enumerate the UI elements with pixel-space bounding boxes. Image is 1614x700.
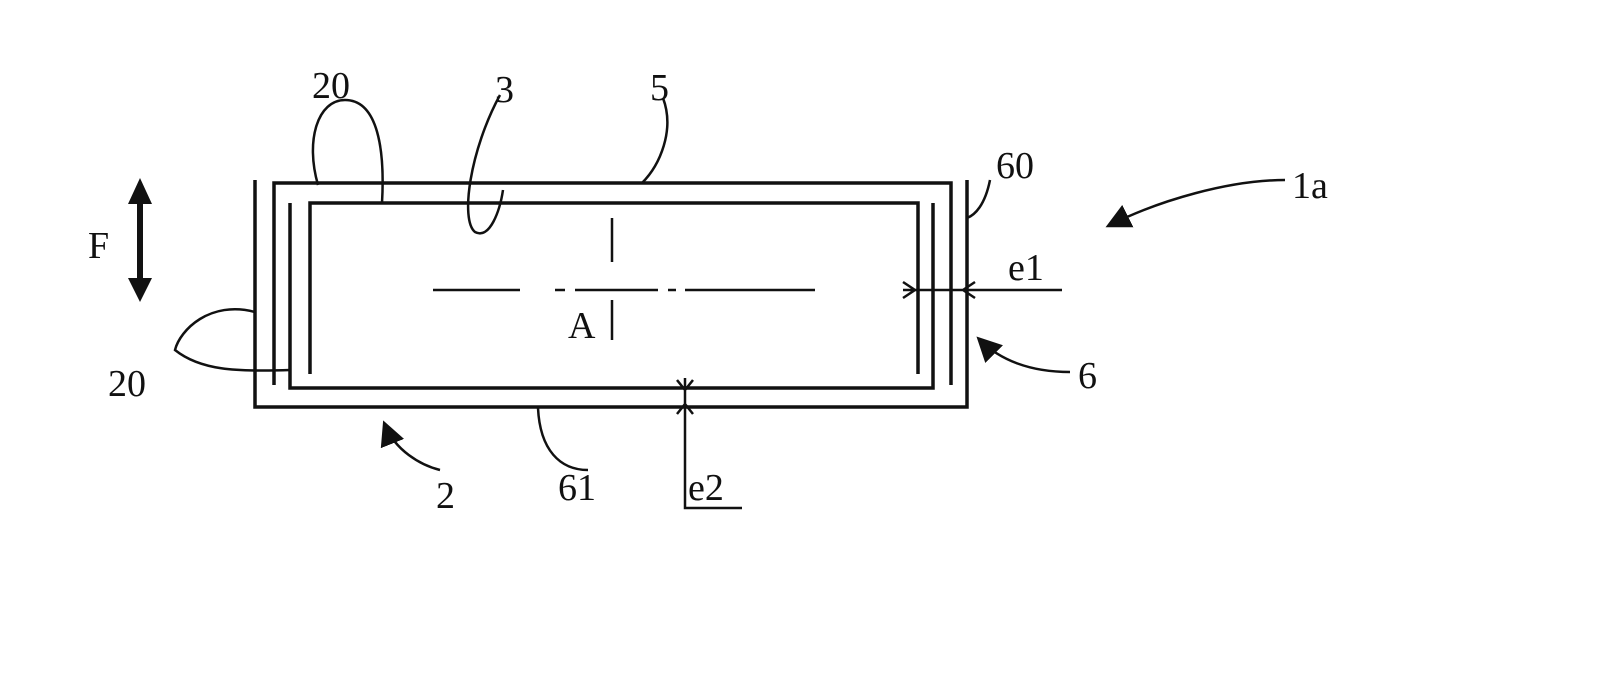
label-e1: e1 [1008,247,1044,289]
label-20-left: 20 [108,363,146,405]
label-60: 60 [996,145,1034,187]
dimension-e1 [902,280,1062,300]
leader-60 [966,179,992,220]
leader-61 [536,407,589,472]
leader-1a [1105,178,1286,228]
leader-2 [380,420,441,472]
force-arrowheads [128,178,152,302]
label-force: F [88,225,109,267]
label-1a: 1a [1292,165,1328,207]
label-6: 6 [1078,355,1097,397]
label-3: 3 [495,69,514,111]
outer-wall-5 [272,181,953,385]
inner-layer-u [288,203,935,390]
label-5: 5 [650,67,669,109]
leader-6 [976,336,1071,374]
label-e2: e2 [688,467,724,509]
outer-sleeve-6 [253,180,969,409]
label-2: 2 [436,475,455,517]
label-61: 61 [558,467,596,509]
dimension-e2 [676,378,742,510]
leader-20-top [311,98,384,204]
inner-wall-3 [308,201,920,374]
label-20-top: 20 [312,65,350,107]
label-axis-a: A [568,305,596,347]
leader-20-left [173,308,291,372]
leader-3 [466,94,505,235]
leader-5 [641,97,669,184]
